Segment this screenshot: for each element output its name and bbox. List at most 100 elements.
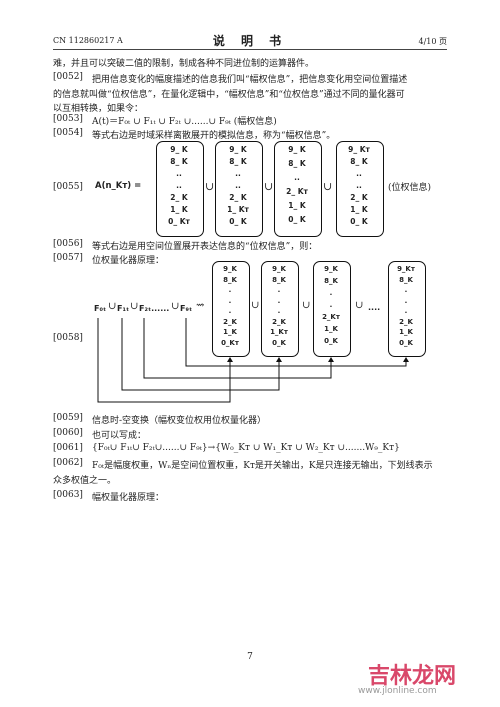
matrix-entry: 0_ K [350,217,368,226]
matrix-column [336,141,384,237]
paragraph-number: [0052] [53,72,83,82]
document-title: 说 明 书 [212,34,288,48]
matrix-entry: 0_ Kᴛ [168,217,190,226]
paragraph-text: 也可以写成： [92,431,147,441]
matrix-column [388,261,426,357]
matrix-column [212,261,250,357]
matrix-entry: .. [356,169,362,178]
page-header: CN 112860217 A 说 明 书 4/10 页 [53,34,447,48]
matrix-entry: 8_K [324,277,338,285]
matrix-entry: 1_K [324,325,338,333]
paragraph-number: [0053] [53,114,83,124]
matrix-entry: . [277,286,281,294]
input-signal: F₉ₜ [180,304,193,313]
paragraph-text: 以互相转换，如果令： [53,104,144,114]
union-symbol: ∪ [171,301,180,312]
matrix-entry: 1_K [223,328,237,336]
matrix-entry: .. [294,173,300,182]
paragraph-text: 难，并且可以突破二值的限制，制成各种不同进位制的运算器件。 [53,59,315,69]
paragraph-number: [0055] [53,182,83,192]
union-symbol: ∪ [108,301,117,312]
paragraph-text: 把用信息变化的幅度描述的信息我们叫“幅权信息”，把信息变化用空间位置描述 [92,75,408,85]
matrix-entry: . [404,286,408,294]
paragraph-text: {F₀ₜ∪ F₁ₜ∪ F₂ₜ∪......∪ F₉ₜ}→{W₀_Kᴛ ∪ W₁_… [92,443,400,453]
matrix-entry: . [228,296,232,305]
matrix-entry: 2_K [272,317,286,326]
matrix-entry: 9_ K [229,145,247,154]
matrix-entry: 1_ K [170,205,188,214]
input-signal: F₁ₜ [117,304,130,313]
matrix-entry: 0_K [399,338,413,347]
matrix-entry: .. [235,181,241,190]
matrix-entry: . [277,307,281,315]
matrix-column [156,141,204,237]
matrix-column [261,261,299,357]
ellipsis: .... [368,303,381,312]
matrix-entry: 8_ K [350,157,368,166]
union-symbol: ∪ [323,180,333,193]
matrix-entry: 1_Kᴛ [270,328,288,336]
matrix-entry: 1_ K [350,205,368,214]
matrix-entry: .. [356,181,362,190]
header-rule [53,49,447,50]
matrix-entry: 0_K [324,337,338,345]
equation-suffix: (位权信息) [388,183,432,193]
paragraph-number: [0059] [53,413,83,423]
matrix-entry: 8_K [399,275,413,284]
paragraph-number: [0061] [53,443,83,453]
matrix-entry: 2_ K [350,193,368,202]
union-symbol: ∪ [264,180,274,193]
matrix-entry: . [228,286,232,294]
paragraph-number: [0060] [53,428,83,438]
matrix-column [274,141,322,237]
paragraph-text: A(t)＝F₀ₜ ∪ F₁ₜ ∪ F₂ₜ ∪......∪ F₉ₜ (幅权信息) [92,117,277,127]
matrix-entry: 2_K [223,317,237,326]
matrix-entry: 8_K [223,275,237,284]
matrix-entry: 2_ K [170,193,188,202]
matrix-entry: 1_ K [288,201,306,210]
matrix-entry: .. [235,169,241,178]
page-counter: 4/10 页 [418,37,447,46]
paragraph-text: 信息时-空变换（幅权变位权用位权量化器） [92,416,267,426]
page-number: 7 [247,652,253,662]
matrix-entry: 0_ K [288,215,306,224]
matrix-entry: .. [176,181,182,190]
matrix-entry: 2_ K [229,193,247,202]
matrix-entry: . [404,296,408,305]
matrix-entry: 1_K [399,328,413,336]
matrix-entry: 9_K [324,265,338,273]
matrix-entry: 9_ K [170,145,188,154]
matrix-column [215,141,263,237]
union-symbol: ∪ [302,300,311,311]
matrix-entry: . [277,296,281,305]
matrix-entry: 8_ K [229,157,247,166]
paragraph-text: 等式右边是时域采样离散展开的模拟信息，称为“幅权信息”。 [92,131,336,141]
matrix-entry: 0_K [272,338,286,347]
paragraph-text: 众多权值之一。 [53,476,117,486]
matrix-entry: . [228,307,232,315]
matrix-entry: 2_K [399,317,413,326]
transform-arrow: ⇝ [196,300,205,311]
matrix-entry: 8_K [272,275,286,284]
paragraph-number: [0063] [53,490,83,500]
matrix-entry: . [329,289,333,297]
paragraph-text: 的信息就叫做“位权信息”，在量化逻辑中，“幅权信息”和“位权信息”通过不同的量化… [53,90,405,100]
matrix-entry: .. [176,169,182,178]
matrix-entry: 0_Kᴛ [221,338,239,347]
matrix-entry: 9_K [223,265,237,273]
matrix-entry: 9_ K [288,145,306,154]
paragraph-text: 等式右边是用空间位置展开表达信息的“位权信息”，则： [92,242,318,252]
patent-number: CN 112860217 A [53,36,123,45]
paragraph-text: 位权量化器原理： [92,256,165,266]
paragraph-text: 幅权量化器原理： [92,493,165,503]
matrix-entry: . [329,301,333,309]
matrix-column [313,261,351,357]
matrix-entry: 9_Kᴛ [397,265,415,273]
union-symbol: ∪ [355,300,364,311]
matrix-entry: . [404,307,408,315]
paragraph-text: F₀ₜ是幅度权重，Wₙ是空间位置权重，Kᴛ是开关输出，K是只连接无输出，下划线表… [92,461,433,471]
equation-lhs: A(n_Kᴛ) = [95,181,142,191]
paragraph-number: [0062] [53,458,83,468]
paragraph-number: [0054] [53,128,83,138]
union-symbol: ∪ [251,300,260,311]
